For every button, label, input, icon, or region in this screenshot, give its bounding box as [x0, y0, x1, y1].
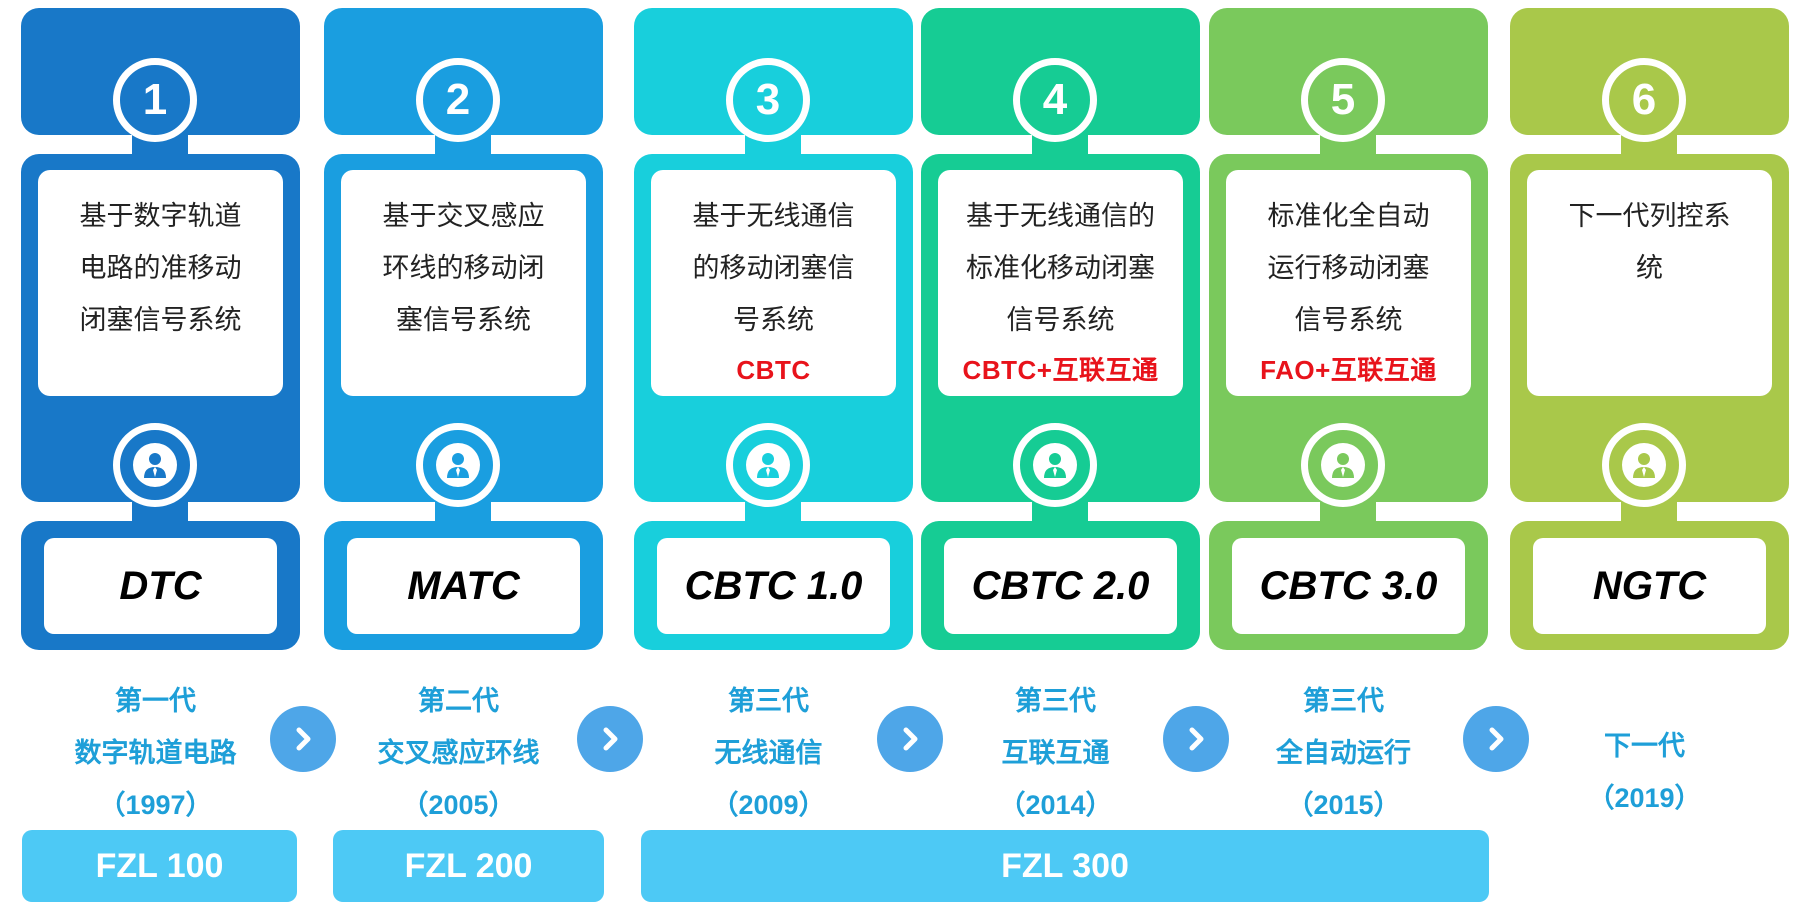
description-line: 下一代列控系	[1568, 201, 1731, 231]
chevron-right-icon	[577, 706, 643, 772]
system-name: MATC	[347, 538, 580, 634]
description-box: 标准化全自动运行移动闭塞信号系统 FAO+互联互通	[1226, 170, 1471, 396]
description-line: 标准化移动闭塞	[966, 253, 1155, 283]
generation-ordinal: 第三代	[728, 686, 809, 716]
description-line: 环线的移动闭	[382, 253, 545, 283]
highlight-label: CBTC	[736, 355, 811, 385]
platform-fzl-100: FZL 100	[22, 830, 297, 902]
stage-card-2: 2 基于交叉感应环线的移动闭塞信号系统 MATC	[324, 8, 603, 650]
description-line: 标准化全自动	[1267, 201, 1430, 231]
description-line: 基于数字轨道	[79, 201, 242, 231]
highlight-label: CBTC+互联互通	[962, 355, 1159, 385]
person-badge	[113, 423, 197, 507]
generation-year: （2005）	[401, 790, 516, 820]
generation-label-4: 第三代互联互通 （2014）	[916, 675, 1195, 831]
description-line: 基于无线通信的	[966, 201, 1155, 231]
generation-ordinal: 第二代	[418, 686, 499, 716]
description-line: 闭塞信号系统	[79, 305, 242, 335]
system-name: NGTC	[1533, 538, 1766, 634]
person-badge	[416, 423, 500, 507]
system-name: CBTC 2.0	[944, 538, 1177, 634]
person-badge	[726, 423, 810, 507]
generation-technology: 无线通信	[714, 738, 823, 768]
person-icon	[1321, 443, 1365, 487]
chevron-right-icon	[1463, 706, 1529, 772]
generation-label-6: 下一代 （2019）	[1505, 720, 1784, 824]
chevron-right-icon	[877, 706, 943, 772]
description-box: 基于无线通信的移动闭塞信号系统 CBTC	[651, 170, 896, 396]
system-name: CBTC 1.0	[657, 538, 890, 634]
stage-card-4: 4 基于无线通信的标准化移动闭塞信号系统 CBTC+互联互通 CBTC 2.0	[921, 8, 1200, 650]
description-box: 基于无线通信的标准化移动闭塞信号系统 CBTC+互联互通	[938, 170, 1183, 396]
stage-number-badge: 3	[726, 58, 810, 142]
generation-technology: 互联互通	[1001, 738, 1110, 768]
generation-year: （1997）	[98, 790, 213, 820]
stage-card-3: 3 基于无线通信的移动闭塞信号系统 CBTC CBTC 1.0	[634, 8, 913, 650]
description-line: 的移动闭塞信	[692, 253, 855, 283]
generation-year: （2014）	[998, 790, 1113, 820]
platform-fzl-300: FZL 300	[641, 830, 1489, 902]
stage-number-badge: 2	[416, 58, 500, 142]
generation-ordinal: 第三代	[1015, 686, 1096, 716]
description-line: 基于无线通信	[692, 201, 855, 231]
person-icon	[436, 443, 480, 487]
generation-label-1: 第一代数字轨道电路 （1997）	[16, 675, 295, 831]
description-line: 信号系统	[1006, 305, 1115, 335]
generation-technology: 数字轨道电路	[74, 738, 237, 768]
system-name: DTC	[44, 538, 277, 634]
description-line: 号系统	[733, 305, 814, 335]
platform-fzl-200: FZL 200	[333, 830, 604, 902]
generation-label-2: 第二代交叉感应环线 （2005）	[319, 675, 598, 831]
stage-number-badge: 5	[1301, 58, 1385, 142]
generation-ordinal: 第三代	[1303, 686, 1384, 716]
description-line: 运行移动闭塞	[1267, 253, 1430, 283]
description-line: 电路的准移动	[79, 253, 242, 283]
person-badge	[1301, 423, 1385, 507]
stage-number-badge: 1	[113, 58, 197, 142]
description-line: 基于交叉感应	[382, 201, 545, 231]
description-line: 信号系统	[1294, 305, 1403, 335]
highlight-label: FAO+互联互通	[1260, 355, 1437, 385]
person-icon	[1033, 443, 1077, 487]
generation-technology: 全自动运行	[1276, 738, 1411, 768]
chevron-right-icon	[270, 706, 336, 772]
description-box: 基于交叉感应环线的移动闭塞信号系统	[341, 170, 586, 396]
generation-label-3: 第三代无线通信 （2009）	[629, 675, 908, 831]
stage-card-6: 6 下一代列控系统 NGTC	[1510, 8, 1789, 650]
generation-technology: 交叉感应环线	[377, 738, 540, 768]
description-box: 基于数字轨道电路的准移动闭塞信号系统	[38, 170, 283, 396]
generation-technology: 下一代	[1604, 731, 1685, 761]
stage-card-1: 1 基于数字轨道电路的准移动闭塞信号系统 DTC	[21, 8, 300, 650]
generation-ordinal: 第一代	[115, 686, 196, 716]
person-icon	[1622, 443, 1666, 487]
person-badge	[1602, 423, 1686, 507]
generation-year: （2009）	[711, 790, 826, 820]
chevron-right-icon	[1163, 706, 1229, 772]
generation-year: （2019）	[1587, 783, 1702, 813]
system-name: CBTC 3.0	[1232, 538, 1465, 634]
description-line: 塞信号系统	[396, 305, 531, 335]
person-icon	[746, 443, 790, 487]
stage-number-badge: 6	[1602, 58, 1686, 142]
person-icon	[133, 443, 177, 487]
person-badge	[1013, 423, 1097, 507]
stage-card-5: 5 标准化全自动运行移动闭塞信号系统 FAO+互联互通 CBTC 3.0	[1209, 8, 1488, 650]
stage-number-badge: 4	[1013, 58, 1097, 142]
generation-label-5: 第三代全自动运行 （2015）	[1204, 675, 1483, 831]
description-line: 统	[1636, 253, 1663, 283]
generation-year: （2015）	[1286, 790, 1401, 820]
description-box: 下一代列控系统	[1527, 170, 1772, 396]
